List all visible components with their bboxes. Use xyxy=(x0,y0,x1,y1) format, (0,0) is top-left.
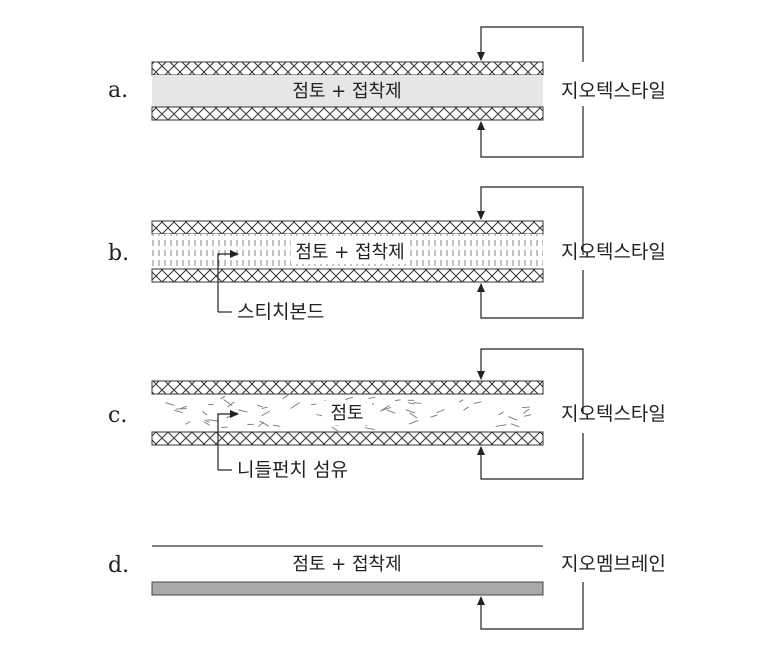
callout-label: 니들펀치 섬유 xyxy=(237,459,348,481)
fiber-stroke xyxy=(364,427,375,431)
panel-c: c. 점토 니들펀치 섬유 지오텍스타일 xyxy=(108,348,666,481)
fiber-stroke xyxy=(498,411,504,416)
fiber-stroke xyxy=(311,403,317,406)
fiber-stroke xyxy=(180,405,187,410)
geotextile-top-layer xyxy=(151,61,544,76)
fiber-stroke xyxy=(523,408,530,414)
material-label: 지오텍스타일 xyxy=(561,241,666,263)
geotextile-top-layer xyxy=(151,380,544,395)
panel-letter: b. xyxy=(108,241,129,266)
fiber-stroke xyxy=(290,402,300,409)
fiber-stroke xyxy=(386,409,396,414)
fiber-stroke xyxy=(463,406,469,411)
arrow-to-bottom-layer xyxy=(477,106,584,158)
fiber-stroke xyxy=(408,419,419,425)
core-label: 점토 xyxy=(330,403,363,424)
material-label: 지오텍스타일 xyxy=(561,80,666,102)
core-label: 점토 + 접착제 xyxy=(295,242,404,263)
core-label: 점토 + 접착제 xyxy=(292,554,401,575)
arrow-to-bottom-layer xyxy=(477,270,584,319)
material-label: 지오멤브레인 xyxy=(561,553,666,575)
arrow-to-geomembrane xyxy=(477,582,584,630)
callout-arrow xyxy=(217,410,239,470)
fiber-stroke xyxy=(495,424,507,427)
arrow-to-top-layer xyxy=(477,26,584,62)
fiber-stroke xyxy=(203,421,210,426)
fiber-stroke xyxy=(524,414,532,417)
fiber-stroke xyxy=(259,420,270,427)
fiber-stroke xyxy=(510,423,520,428)
panel-letter: d. xyxy=(108,553,129,578)
core-label-backdrop xyxy=(322,401,372,425)
panel-b: b. 점토 + 접착제 스티치본드 지오텍스타일 xyxy=(108,186,666,323)
fiber-stroke xyxy=(368,396,376,400)
fiber-stroke xyxy=(256,404,263,408)
geotextile-top-layer xyxy=(151,220,544,235)
fiber-stroke xyxy=(345,396,353,401)
core-label-backdrop xyxy=(291,240,409,264)
fiber-stroke xyxy=(165,402,175,406)
fiber-stroke xyxy=(521,406,530,409)
fiber-stroke xyxy=(204,419,210,423)
fiber-stroke xyxy=(272,424,281,427)
panel-letter: c. xyxy=(108,403,127,428)
clay-core xyxy=(152,75,543,107)
geotextile-bottom-layer xyxy=(151,106,544,121)
fiber-stroke xyxy=(257,421,264,428)
fiber-stroke xyxy=(413,402,422,404)
fiber-stroke xyxy=(436,409,445,414)
geotextile-bottom-layer xyxy=(151,431,544,446)
fiber-stroke xyxy=(175,408,187,410)
fiber-stroke xyxy=(473,401,482,404)
callout-label: 스티치본드 xyxy=(237,301,324,323)
panel-letter: a. xyxy=(108,78,128,103)
fiber-stroke xyxy=(282,393,291,400)
panel-a: a. 점토 + 접착제 지오텍스타일 xyxy=(108,26,666,158)
panel-d: d. 점토 + 접착제 지오멤브레인 xyxy=(108,545,666,630)
fiber-stroke xyxy=(408,402,415,405)
fiber-stroke xyxy=(458,399,464,403)
core-label: 점토 + 접착제 xyxy=(292,81,401,102)
fiber-stroke xyxy=(508,416,518,421)
arrow-to-top-layer xyxy=(477,186,584,255)
arrow-to-top-layer xyxy=(477,348,584,414)
fiber-stroke xyxy=(409,412,418,419)
geomembrane-layer xyxy=(151,581,544,596)
fiber-stroke xyxy=(238,409,248,413)
fiber-stroke xyxy=(174,409,183,414)
fiber-stroke xyxy=(261,406,268,410)
geotextile-bottom-layer xyxy=(151,268,544,283)
fiber-stroke xyxy=(221,426,228,429)
fiber-stroke xyxy=(261,410,271,416)
arrow-to-bottom-layer xyxy=(477,433,584,480)
fiber-stroke xyxy=(226,413,236,419)
callout-arrow xyxy=(217,250,239,312)
fiber-stroke xyxy=(405,409,416,414)
fiber-stroke xyxy=(185,421,191,425)
fiber-stroke xyxy=(394,399,401,402)
fiber-stroke xyxy=(430,414,438,418)
fiber-stroke xyxy=(331,426,339,432)
fiber-stroke xyxy=(227,401,235,408)
fiber-stroke xyxy=(202,410,208,416)
fiber-stroke xyxy=(380,404,390,412)
material-label: 지오텍스타일 xyxy=(561,403,666,425)
fiber-stroke xyxy=(207,419,219,422)
fiber-stroke xyxy=(220,395,226,400)
